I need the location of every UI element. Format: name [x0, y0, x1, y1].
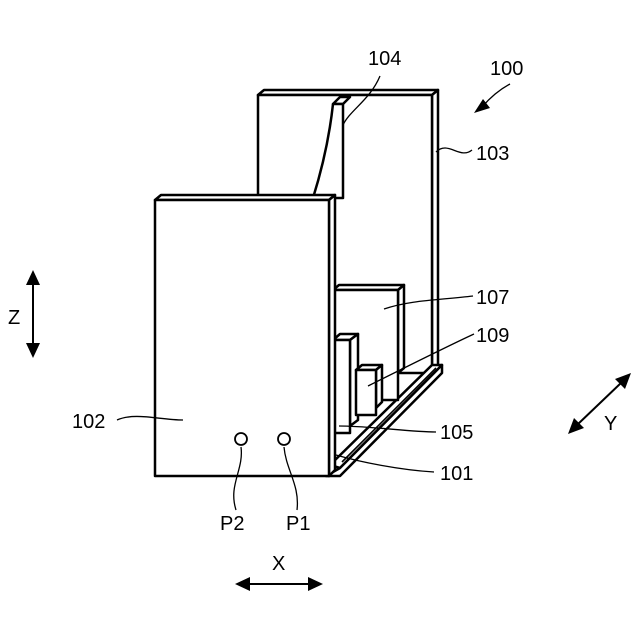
label-103: 103 [476, 143, 509, 165]
label-101: 101 [440, 463, 473, 485]
point-p1-marker [278, 433, 290, 445]
assembly-arrow [474, 84, 510, 113]
x-axis-arrow [235, 577, 323, 591]
label-p2: P2 [220, 513, 244, 535]
label-104: 104 [368, 48, 401, 70]
label-102: 102 [72, 411, 105, 433]
label-105: 105 [440, 422, 473, 444]
middle-block [356, 365, 382, 415]
axis-label-x: X [272, 553, 285, 575]
label-p1: P1 [286, 513, 310, 535]
y-axis-arrow [568, 373, 631, 434]
small-block [333, 334, 358, 433]
z-axis-arrow [26, 270, 40, 358]
label-107: 107 [476, 287, 509, 309]
label-109: 109 [476, 325, 509, 347]
axis-label-y: Y [604, 413, 617, 435]
axis-label-z: Z [8, 307, 20, 329]
label-100: 100 [490, 58, 523, 80]
point-p2-marker [235, 433, 247, 445]
